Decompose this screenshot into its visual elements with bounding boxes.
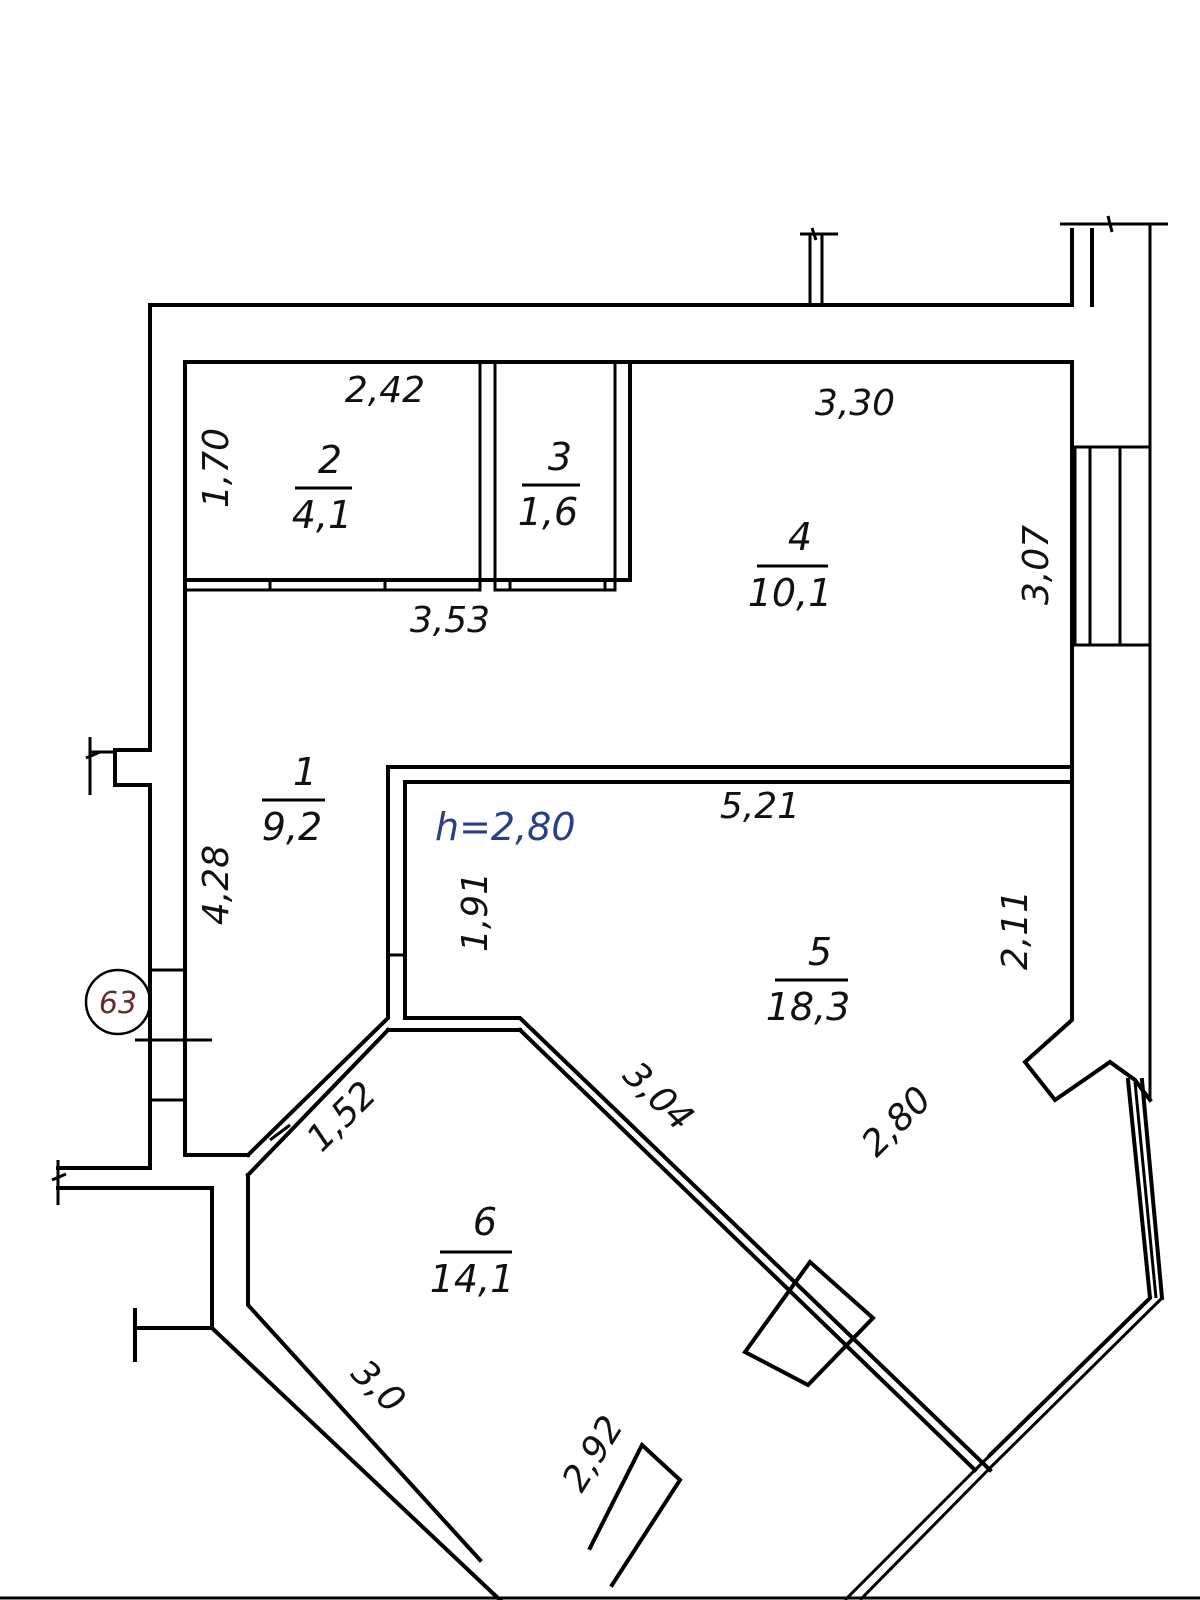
inner-wall-left (183, 360, 250, 1157)
break-mark-left-lower (51, 1160, 67, 1205)
room-5-number: 5 (808, 930, 832, 974)
room-6-area: 14,1 (430, 1257, 515, 1301)
room-2-number: 2 (318, 438, 342, 482)
break-mark-left-upper (85, 737, 115, 795)
room-4-area: 10,1 (748, 571, 833, 615)
dim-2-11: 2,11 (995, 890, 1036, 970)
unit-number-marker: 63 (84, 968, 152, 1036)
outer-wall-top (148, 228, 1094, 307)
outer-wall-left (56, 303, 152, 1170)
room-1-number: 1 (293, 750, 317, 794)
left-opening (135, 968, 212, 1102)
room-1-area: 9,2 (262, 805, 322, 849)
room-2-walls (183, 360, 632, 582)
room-3-number: 3 (548, 435, 572, 479)
dim-3-07: 3,07 (1016, 525, 1057, 605)
dim-1-91: 1,91 (455, 872, 496, 952)
unit-number: 63 (99, 986, 137, 1021)
room-label-2: 2 4,1 (292, 438, 352, 537)
niche-diagonal (742, 1259, 876, 1388)
room-6-left-wall (209, 1173, 503, 1600)
room-label-6: 6 14,1 (430, 1200, 515, 1301)
unit-number-circle (84, 968, 152, 1036)
room-label-1: 1 9,2 (262, 750, 325, 849)
room-3-area: 1,6 (518, 490, 578, 534)
walls (0, 215, 1200, 1600)
room-6-number: 6 (473, 1200, 497, 1244)
dim-5-21: 5,21 (720, 786, 800, 827)
window-right (1073, 445, 1152, 647)
room-label-4: 4 10,1 (748, 515, 833, 615)
dim-3-04: 3,04 (615, 1054, 701, 1139)
room-2-area: 4,1 (292, 493, 352, 537)
ceiling-height: h=2,80 (435, 805, 576, 849)
dim-1-52: 1,52 (299, 1074, 385, 1160)
dim-3-53: 3,53 (410, 600, 490, 641)
room-label-5: 5 18,3 (766, 930, 851, 1029)
room-2-inner (185, 362, 617, 592)
room-4-number: 4 (788, 515, 812, 559)
dim-3-0: 3,0 (343, 1352, 413, 1421)
room-5-area: 18,3 (766, 985, 851, 1029)
break-mark-top-right (1060, 215, 1168, 1100)
dim-1-70: 1,70 (196, 428, 237, 508)
bay-window-right (987, 1077, 1165, 1458)
outer-wall-left-lower (56, 1186, 214, 1362)
room-5-top-wall (386, 765, 1074, 784)
dim-2-42: 2,42 (345, 370, 425, 411)
room-5-left-wall (245, 765, 993, 1473)
bay-window-glazing (843, 1081, 1164, 1600)
bottom-stub-wall (587, 1441, 683, 1588)
dim-2-80: 2,80 (854, 1079, 940, 1165)
break-mark-top-middle (800, 227, 838, 305)
dim-3-30: 3,30 (815, 383, 895, 424)
dimensions: 2,42 1,70 3,30 3,07 3,53 4,28 5,21 1,91 … (196, 370, 1057, 1499)
room-label-3: 3 1,6 (518, 435, 580, 534)
dim-4-28: 4,28 (196, 845, 237, 925)
room-6-right-wall (245, 1027, 978, 1473)
outer-wall-right (1022, 360, 1153, 1103)
